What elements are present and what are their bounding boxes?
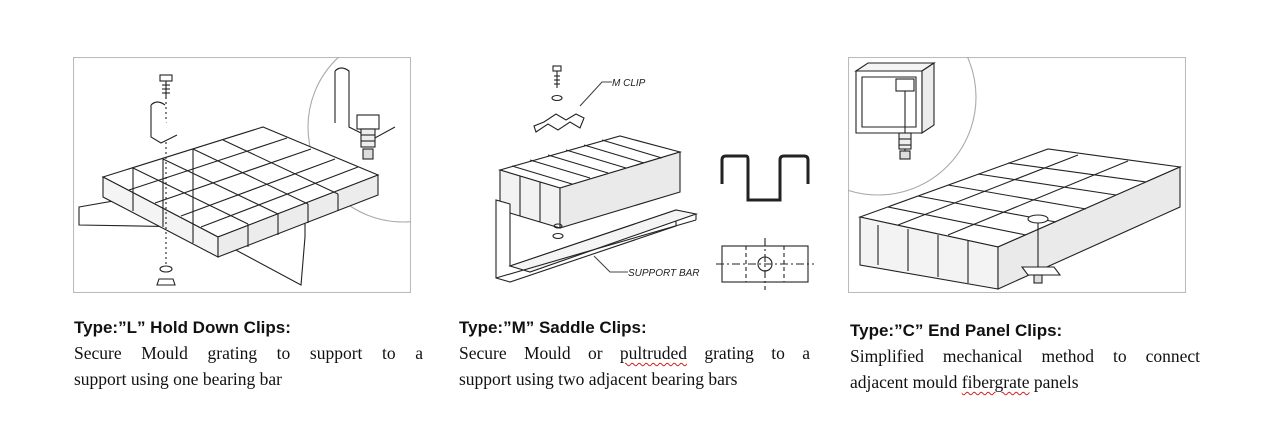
c-clip-title: Type:”C” End Panel Clips: <box>850 321 1063 340</box>
saddle-clip-shape <box>533 113 585 133</box>
l-clip-description: Secure Mould grating to support to a sup… <box>74 340 423 392</box>
grating-grid <box>101 126 380 258</box>
m-clip-label: M CLIP <box>612 78 646 89</box>
panel-c-clip: Type:”C” End Panel Clips: Simplified mec… <box>830 0 1278 435</box>
figure-frame <box>73 57 411 293</box>
zoom-circle <box>307 57 411 223</box>
figure-frame <box>848 57 1186 293</box>
c-clip-description: Simplified mechanical method to connect … <box>850 343 1200 395</box>
l-clip-shape <box>150 105 178 144</box>
m-clip-description: Secure Mould or pultruded grating to a s… <box>459 340 810 392</box>
c-clip-desc-line2-a: adjacent mould <box>850 372 962 392</box>
panel-m-clip: M CLIP <box>430 0 830 435</box>
c-clip-desc-line2: adjacent mould fibergrate panels <box>850 369 1200 395</box>
support-bar <box>495 199 699 283</box>
clip-detail <box>334 67 396 160</box>
m-clip-desc-line2: support using two adjacent bearing bars <box>459 369 738 389</box>
m-clip-desc-line1-b: pultruded <box>619 343 687 363</box>
panel-l-clip: Type:”L” Hold Down Clips: Secure Mould g… <box>0 0 430 435</box>
support-bar-label: SUPPORT BAR <box>628 268 700 279</box>
clip-plan-view <box>716 238 814 290</box>
bolt-icon <box>551 65 563 102</box>
washer-icon <box>159 265 173 273</box>
nut-icon <box>156 278 176 286</box>
m-clip-title: Type:”M” Saddle Clips: <box>459 318 647 337</box>
end-clip <box>1020 214 1062 284</box>
grating-panels <box>858 148 1183 290</box>
m-clip-desc-line1: Secure Mould or pultruded grating to a <box>459 340 810 366</box>
m-clip-leader <box>579 81 612 107</box>
l-clip-desc-line1: Secure Mould grating to support to a <box>74 343 423 363</box>
m-clip-desc-line1-c: grating to a <box>687 343 810 363</box>
l-clip-figure <box>73 57 411 293</box>
m-clip-desc-line1-a: Secure Mould or <box>459 343 620 363</box>
l-clip-title: Type:”L” Hold Down Clips: <box>74 318 291 337</box>
grating-bars <box>498 135 683 229</box>
c-clip-desc-line1: Simplified mechanical method to connect <box>850 346 1200 366</box>
c-clip-figure <box>848 57 1186 293</box>
clip-elevation <box>720 154 810 202</box>
l-clip-desc-line2: support using one bearing bar <box>74 369 283 389</box>
c-clip-desc-line2-c: panels <box>1029 372 1079 392</box>
c-clip-desc-line2-b: fibergrate <box>961 372 1030 392</box>
c-clip-detail <box>854 61 936 160</box>
support-bar-leader <box>593 255 628 273</box>
bolt-icon <box>159 74 173 99</box>
zoom-circle <box>848 57 977 196</box>
m-clip-figure: M CLIP <box>460 60 830 292</box>
